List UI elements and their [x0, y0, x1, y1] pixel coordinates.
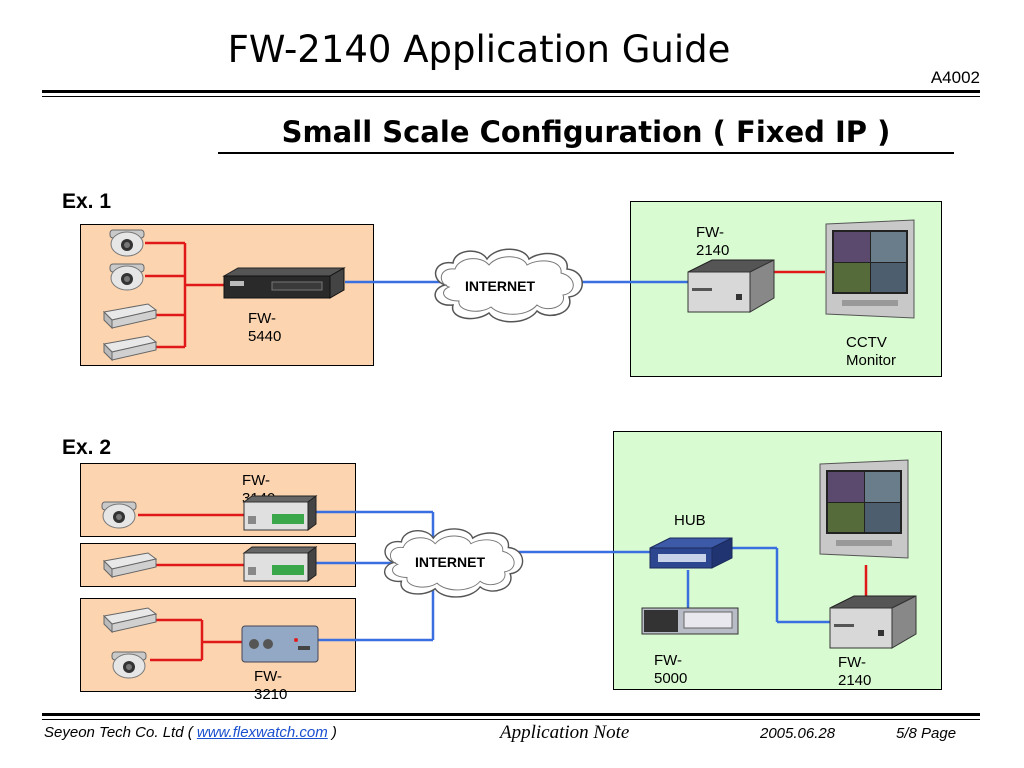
- internet-cloud-icon: [384, 528, 524, 598]
- document-date: 2005.06.28: [760, 725, 836, 742]
- company-name: Seyeon Tech Co. Ltd (: [44, 724, 197, 741]
- company-website-link[interactable]: www.flexwatch.com: [196, 724, 328, 741]
- internet-cloud-label: INTERNET: [465, 278, 535, 294]
- fw-2140-label: FW- 2140: [696, 224, 730, 259]
- hub-label: HUB: [674, 512, 706, 529]
- box-camera-icon: [102, 303, 158, 330]
- slide-subtitle: Small Scale Configuration ( Fixed IP ): [218, 114, 954, 154]
- fw-3210-label: FW- 3210: [254, 668, 288, 703]
- fw-5000-label: FW- 5000: [654, 652, 688, 687]
- box-camera-icon: [102, 607, 158, 634]
- dome-camera-icon: [109, 229, 145, 257]
- company-suffix: ): [327, 724, 337, 741]
- fw-3210-encoder-icon: [241, 625, 319, 663]
- fw-5000-nvr-icon: [641, 607, 739, 635]
- example-1-label: Ex. 1: [62, 190, 112, 213]
- fw-3140-encoder-icon: [242, 546, 318, 582]
- fw-2140-device-icon: [829, 595, 917, 649]
- internet-cloud-label: INTERNET: [415, 554, 485, 570]
- page-number: 5/8 Page: [896, 725, 957, 742]
- document-id: A4002: [930, 68, 980, 87]
- dome-camera-icon: [111, 651, 147, 679]
- footer-rule-thick: [42, 713, 980, 716]
- network-hub-icon: [649, 537, 733, 569]
- box-camera-icon: [102, 335, 158, 362]
- dome-camera-icon: [109, 263, 145, 291]
- application-note-label: Application Note: [500, 722, 630, 743]
- fw-5440-label: FW- 5440: [248, 310, 282, 345]
- internet-cloud-icon: [434, 248, 583, 323]
- fw-3140-encoder-icon: [242, 495, 318, 531]
- company-footer: Seyeon Tech Co. Ltd ( www.flexwatch.com …: [44, 724, 337, 741]
- example-2-label: Ex. 2: [62, 436, 112, 459]
- fw-5440-recorder-icon: [222, 267, 346, 299]
- footer-rule-thin: [42, 719, 980, 720]
- page-title: FW-2140 Application Guide: [227, 28, 731, 71]
- box-camera-icon: [102, 552, 158, 579]
- cctv-monitor-icon: [825, 219, 915, 319]
- header-rule-thin: [42, 96, 980, 97]
- fw-2140-label: FW- 2140: [838, 654, 872, 689]
- fw-2140-device-icon: [687, 259, 775, 313]
- cctv-monitor-label: CCTV Monitor: [846, 334, 897, 369]
- cctv-monitor-icon: [819, 459, 909, 559]
- header-rule-thick: [42, 90, 980, 93]
- dome-camera-icon: [101, 501, 137, 529]
